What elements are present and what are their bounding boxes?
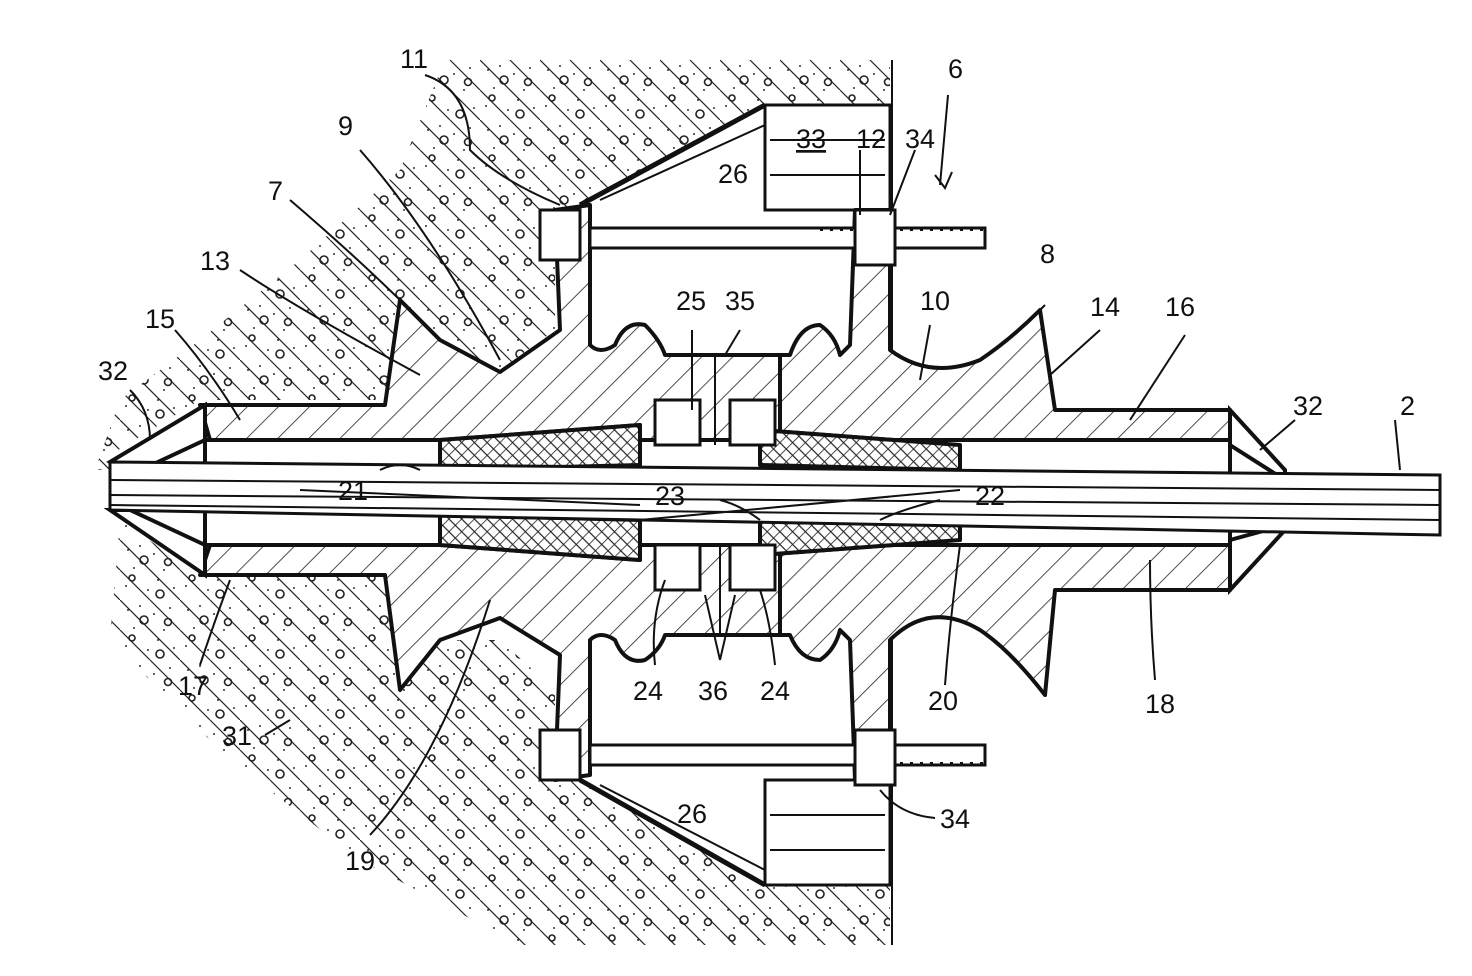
label-9: 9 xyxy=(338,111,353,141)
end-cap-right-lower xyxy=(1230,525,1285,590)
label-24-right: 24 xyxy=(760,676,790,706)
label-16: 16 xyxy=(1165,292,1195,322)
label-33: 33 xyxy=(796,124,826,154)
label-32-left: 32 xyxy=(98,356,128,386)
label-34-top: 34 xyxy=(905,124,935,154)
label-36: 36 xyxy=(698,676,728,706)
label-23: 23 xyxy=(655,481,685,511)
label-17: 17 xyxy=(178,671,208,701)
label-18: 18 xyxy=(1145,689,1175,719)
label-19: 19 xyxy=(345,846,375,876)
label-22: 22 xyxy=(975,481,1005,511)
label-14: 14 xyxy=(1090,292,1120,322)
label-25: 25 xyxy=(676,286,706,316)
label-26-top: 26 xyxy=(718,159,748,189)
label-34-bottom: 34 xyxy=(940,804,970,834)
label-24-left: 24 xyxy=(633,676,663,706)
label-31: 31 xyxy=(222,721,252,751)
label-7: 7 xyxy=(268,176,283,206)
label-6: 6 xyxy=(948,54,963,84)
label-20: 20 xyxy=(928,686,958,716)
label-21: 21 xyxy=(338,476,368,506)
label-35: 35 xyxy=(725,286,755,316)
label-8: 8 xyxy=(1040,239,1055,269)
label-11: 11 xyxy=(400,44,428,74)
label-10: 10 xyxy=(920,286,950,316)
end-cap-right xyxy=(1230,410,1285,480)
label-26-bottom: 26 xyxy=(677,799,707,829)
label-12: 12 xyxy=(856,124,886,154)
label-32-right: 32 xyxy=(1293,391,1323,421)
label-2: 2 xyxy=(1400,391,1415,421)
label-13: 13 xyxy=(200,246,230,276)
label-15: 15 xyxy=(145,304,175,334)
